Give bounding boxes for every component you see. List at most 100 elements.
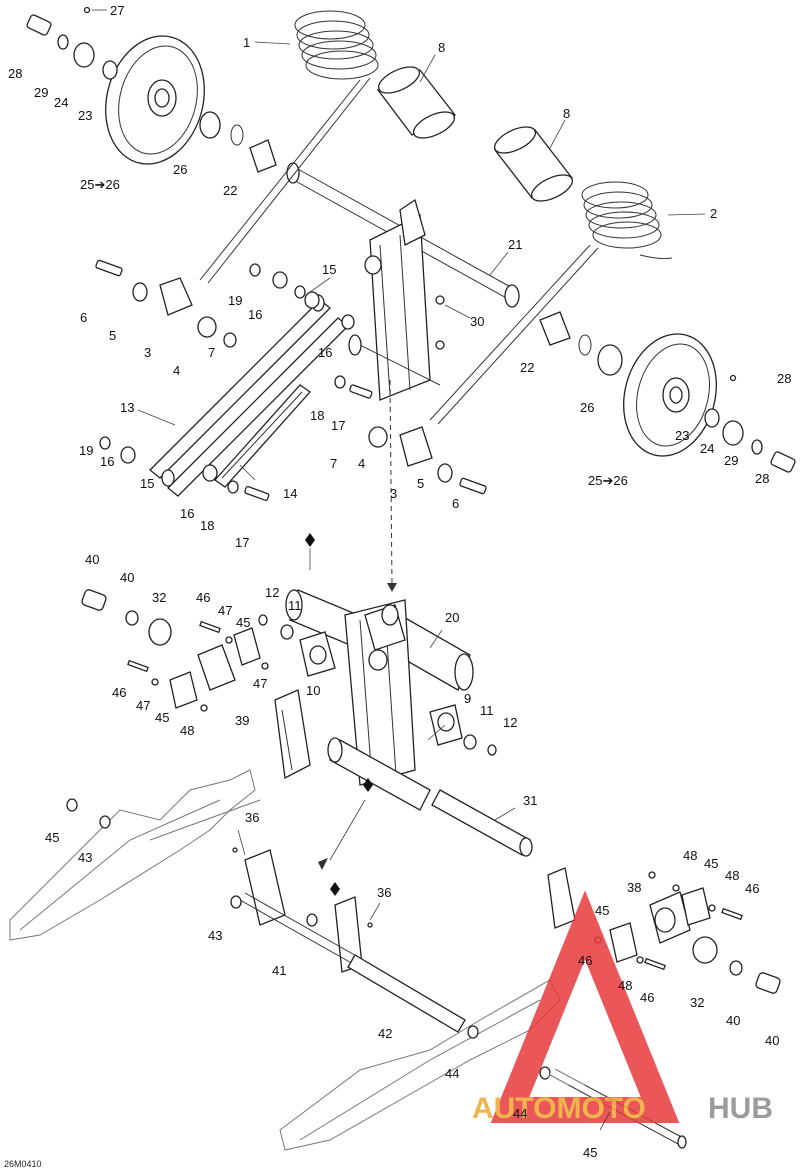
callout-16: 16 [318, 345, 332, 360]
callout-11: 11 [480, 703, 494, 718]
callout-3: 3 [144, 345, 151, 360]
callout-12: 12 [265, 585, 279, 600]
callout-8: 8 [563, 106, 570, 121]
spring-2 [429, 181, 673, 425]
callout-44: 46 [196, 590, 210, 605]
spring-1 [199, 10, 379, 284]
callout-23: 23 [675, 428, 689, 443]
callout-45: 46 [578, 953, 592, 968]
callout-36: 40 [85, 552, 99, 567]
callout-4: 4 [173, 363, 180, 378]
callout-37: 40 [120, 570, 134, 585]
link-arms [149, 294, 349, 497]
callout-6: 6 [80, 310, 87, 325]
adjuster-left [81, 589, 269, 712]
callout-22: 22 [520, 360, 534, 375]
callout-5: 5 [109, 328, 116, 343]
leader-lines [92, 9, 706, 1131]
callout-43: 45 [236, 615, 250, 630]
callout-16: 16 [180, 506, 194, 521]
callout-16: 16 [248, 307, 262, 322]
callout-39: 42 [378, 1026, 392, 1041]
callout-30: 30 [470, 314, 484, 329]
callout-44: 46 [745, 881, 759, 896]
link-hardware [99, 263, 445, 501]
callout-7: 7 [330, 456, 337, 471]
callout-25-26: 25➔26 [80, 177, 120, 192]
callout-5: 5 [417, 476, 424, 491]
figure-code: 26M0410 [4, 1159, 42, 1169]
callout-40: 43 [208, 928, 222, 943]
callout-32: 32 [690, 995, 704, 1010]
callout-2: 2 [710, 206, 717, 221]
callout-31: 31 [523, 793, 537, 808]
callout-25-26: 25➔26 [588, 473, 628, 488]
callout-36: 40 [765, 1033, 779, 1048]
assembly-arrow [387, 583, 397, 592]
callout-38: 41 [272, 963, 286, 978]
callout-22: 22 [223, 183, 237, 198]
callout-33: 36 [245, 810, 259, 825]
callout-labels: 27 1 8 28 29 24 23 8 26 25➔26 22 2 21 15… [4, 3, 791, 1169]
watermark-logo: AUTOMOTO HUB [472, 890, 773, 1125]
callout-15: 15 [140, 476, 154, 491]
callout-43: 45 [595, 903, 609, 918]
callout-13: 13 [120, 400, 134, 415]
callout-17: 17 [235, 535, 249, 550]
callout-24: 24 [700, 441, 714, 456]
assembly-guide-line [389, 379, 393, 586]
callout-45: 47 [136, 698, 150, 713]
callout-19: 19 [228, 293, 242, 308]
callout-29: 29 [34, 85, 48, 100]
watermark-text-grey: HUB [708, 1092, 773, 1125]
callout-33: 36 [377, 885, 391, 900]
main-shaft-assembly [286, 162, 520, 401]
callout-28: 28 [755, 471, 769, 486]
callout-18: 18 [310, 408, 324, 423]
grease-fittings [305, 533, 373, 896]
callout-4: 4 [358, 456, 365, 471]
callout-26: 26 [173, 162, 187, 177]
callout-18: 18 [200, 518, 214, 533]
callout-12: 12 [503, 715, 517, 730]
callout-17: 17 [331, 418, 345, 433]
callout-21: 21 [508, 237, 522, 252]
callout-3: 3 [390, 486, 397, 501]
idler-wheel-left [105, 35, 205, 165]
hardware-top-right [539, 311, 796, 473]
bushing-tube-8-right [493, 126, 574, 202]
callout-45: 48 [725, 868, 739, 883]
callout-45: 47 [218, 603, 232, 618]
callout-45: 47 [253, 676, 267, 691]
callout-45: 48 [180, 723, 194, 738]
callout-40: 43 [78, 850, 92, 865]
callout-35: 39 [235, 713, 249, 728]
idler-wheel-right [623, 333, 717, 457]
callout-44: 46 [640, 990, 654, 1005]
callout-8: 8 [438, 40, 445, 55]
callout-27: 28 [777, 371, 791, 386]
suspension-frame [9, 769, 687, 1151]
callout-40: 44 [445, 1066, 459, 1081]
callout-15: 15 [322, 262, 336, 277]
callout-42: 45 [45, 830, 59, 845]
callout-20: 20 [445, 610, 459, 625]
callout-6: 6 [452, 496, 459, 511]
callout-9: 9 [464, 691, 471, 706]
hardware-top-left [26, 6, 277, 173]
callout-32: 32 [152, 590, 166, 605]
callout-37: 40 [726, 1013, 740, 1028]
callout-7: 7 [208, 345, 215, 360]
pivot-hardware-right [368, 426, 487, 495]
callout-34: 38 [627, 880, 641, 895]
callout-41: 45 [583, 1145, 597, 1160]
callout-43: 45 [704, 856, 718, 871]
callout-23: 23 [78, 108, 92, 123]
callout-28: 28 [8, 66, 22, 81]
callout-19: 19 [79, 443, 93, 458]
adjuster-right [594, 871, 781, 994]
callout-27: 27 [110, 3, 124, 18]
callout-45: 48 [618, 978, 632, 993]
callout-24: 24 [54, 95, 68, 110]
watermark-text-warm: AUTOMOTO [472, 1092, 646, 1125]
